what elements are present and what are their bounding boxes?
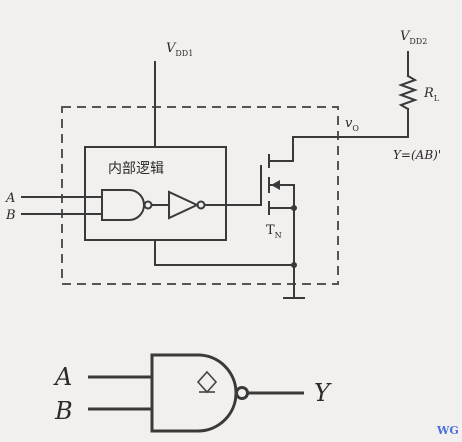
- open-drain-mark: [196, 370, 218, 394]
- tn-body-arrow: [271, 180, 280, 190]
- vdd1-label: VDD1: [166, 41, 193, 58]
- vdd2-label: VDD2: [400, 29, 427, 46]
- input-a-label: A: [5, 191, 15, 206]
- internal-inverter: [168, 190, 200, 220]
- symbol-a-label: A: [53, 363, 72, 391]
- rl-label: RL: [423, 86, 440, 103]
- input-b-label: B: [5, 208, 16, 223]
- source-body-junction: [291, 205, 297, 211]
- symbol-b-label: B: [54, 397, 73, 425]
- corner-watermark: WG: [436, 424, 459, 437]
- symbol-output-bubble: [235, 386, 249, 400]
- internal-logic-label: 内部逻辑: [108, 161, 164, 177]
- ground-junction: [291, 262, 297, 268]
- nand-bubble: [143, 200, 153, 210]
- load-resistor: [398, 74, 418, 111]
- internal-nand-gate: [101, 189, 145, 221]
- output-equation: Y=(AB)': [393, 148, 441, 162]
- tn-label: TN: [266, 223, 282, 240]
- vo-label: vO: [345, 116, 359, 133]
- od-nand-symbol: [150, 353, 238, 433]
- package-boundary: [61, 106, 339, 285]
- symbol-y-label: Y: [314, 379, 332, 407]
